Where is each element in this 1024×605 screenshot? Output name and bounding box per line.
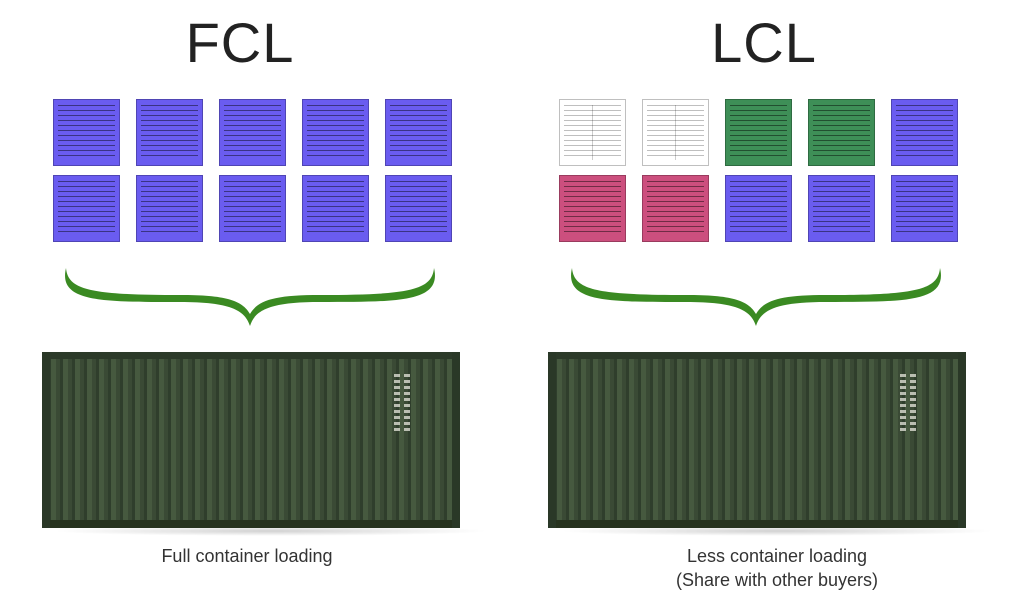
- container-frame: [548, 352, 556, 528]
- container-frame: [42, 352, 460, 359]
- cargo-box-blue: [219, 99, 286, 166]
- fcl-box-grid: [53, 99, 452, 242]
- cargo-box-blue: [53, 175, 120, 242]
- lcl-caption: Less container loading (Share with other…: [512, 544, 1024, 592]
- lcl-caption-line1: Less container loading: [686, 546, 868, 566]
- cargo-box-green: [725, 99, 792, 166]
- container-frame: [42, 352, 50, 528]
- cargo-box-white: [642, 99, 709, 166]
- cargo-box-blue: [302, 99, 369, 166]
- cargo-box-blue: [725, 175, 792, 242]
- cargo-box-blue: [385, 175, 452, 242]
- cargo-box-blue: [891, 99, 958, 166]
- cargo-box-blue: [219, 175, 286, 242]
- cargo-box-blue: [136, 175, 203, 242]
- lcl-box-grid: [559, 99, 958, 242]
- lcl-panel: LCL Less container loading (Share with o…: [512, 0, 1024, 605]
- lcl-brace: [571, 268, 941, 326]
- fcl-caption: Full container loading: [161, 546, 333, 566]
- fcl-brace: [65, 268, 435, 326]
- container-frame: [548, 520, 966, 528]
- cargo-box-blue: [53, 99, 120, 166]
- lcl-title: LCL: [711, 11, 817, 74]
- fcl-panel: FCL Full container loading: [42, 11, 490, 566]
- cargo-box-green: [808, 99, 875, 166]
- cargo-box-blue: [808, 175, 875, 242]
- cargo-box-blue: [385, 99, 452, 166]
- container-marking: [900, 374, 922, 444]
- cargo-box-white: [559, 99, 626, 166]
- lcl-caption-line2: (Share with other buyers): [675, 570, 879, 590]
- container-shadow: [558, 526, 996, 536]
- container-body: [48, 358, 454, 522]
- container-shadow: [52, 526, 490, 536]
- container-marking: [394, 374, 416, 444]
- container-frame: [452, 352, 460, 528]
- container-frame: [42, 520, 460, 528]
- cargo-box-pink: [559, 175, 626, 242]
- fcl-shipping-container: [42, 352, 490, 536]
- cargo-box-blue: [891, 175, 958, 242]
- lcl-shipping-container: [548, 352, 996, 536]
- container-frame: [958, 352, 966, 528]
- cargo-box-pink: [642, 175, 709, 242]
- container-frame: [548, 352, 966, 359]
- container-body: [554, 358, 960, 522]
- fcl-title: FCL: [185, 11, 295, 74]
- cargo-box-blue: [136, 99, 203, 166]
- cargo-box-blue: [302, 175, 369, 242]
